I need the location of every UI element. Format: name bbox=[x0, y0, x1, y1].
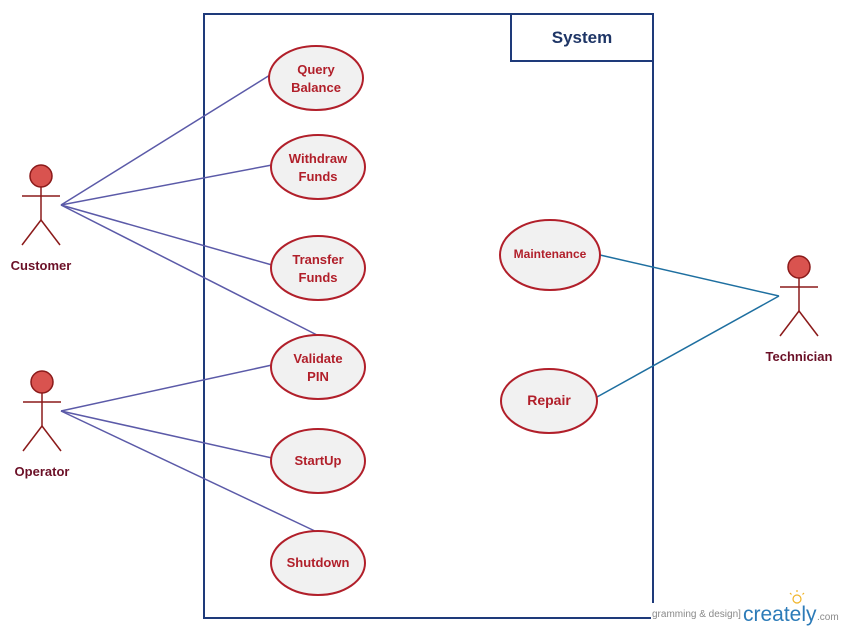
use-case-repair[interactable]: Repair bbox=[500, 368, 598, 434]
actor-technician[interactable] bbox=[779, 255, 819, 337]
actor-label-operator: Operator bbox=[15, 464, 70, 479]
system-label-box bbox=[510, 13, 654, 62]
use-case-label: Query bbox=[297, 62, 335, 77]
use-case-label: PIN bbox=[307, 369, 329, 384]
assoc-customer-query-balance bbox=[60, 74, 271, 206]
use-case-label: Repair bbox=[527, 392, 571, 408]
use-case-label: StartUp bbox=[295, 453, 342, 468]
actor-leg-right bbox=[41, 425, 62, 452]
actor-label-customer: Customer bbox=[11, 258, 72, 273]
actor-head bbox=[787, 255, 811, 279]
use-case-withdraw-funds[interactable]: Withdraw Funds bbox=[270, 134, 366, 200]
associations-operator bbox=[60, 364, 318, 533]
use-case-label: Shutdown bbox=[287, 555, 350, 570]
use-case-label: Funds bbox=[299, 169, 338, 184]
associations-customer bbox=[60, 74, 318, 336]
assoc-operator-shutdown bbox=[60, 410, 318, 533]
actor-operator[interactable] bbox=[22, 370, 62, 452]
use-case-startup[interactable]: StartUp bbox=[270, 428, 366, 494]
use-case-query-balance[interactable]: Query Balance bbox=[268, 45, 364, 111]
actor-leg-left bbox=[779, 310, 800, 337]
assoc-customer-transfer-funds bbox=[60, 204, 273, 266]
system-label: System bbox=[552, 28, 612, 47]
use-case-validate-pin[interactable]: Validate PIN bbox=[270, 334, 366, 400]
use-case-label: Funds bbox=[299, 270, 338, 285]
actor-leg-right bbox=[40, 219, 61, 246]
creately-logo-suffix: .com bbox=[817, 612, 839, 623]
use-case-label: Validate bbox=[293, 351, 342, 366]
assoc-customer-validate-pin bbox=[60, 204, 318, 336]
actor-label-technician: Technician bbox=[766, 349, 833, 364]
lightbulb-icon bbox=[789, 590, 805, 604]
watermark-text: gramming & design] bbox=[652, 609, 741, 620]
use-case-label: Withdraw bbox=[289, 151, 348, 166]
actor-customer[interactable] bbox=[21, 164, 61, 246]
actor-leg-left bbox=[22, 425, 43, 452]
system-boundary bbox=[203, 13, 654, 619]
actor-head bbox=[30, 370, 54, 394]
actor-leg-right bbox=[798, 310, 819, 337]
assoc-customer-withdraw-funds bbox=[60, 164, 273, 206]
use-case-shutdown[interactable]: Shutdown bbox=[270, 530, 366, 596]
creately-watermark: gramming & design] creately .com bbox=[651, 590, 844, 630]
actor-head bbox=[29, 164, 53, 188]
assoc-operator-validate-pin bbox=[60, 364, 273, 412]
use-case-label: Balance bbox=[291, 80, 341, 95]
actor-leg-left bbox=[21, 219, 42, 246]
use-case-label: Transfer bbox=[292, 252, 343, 267]
use-case-transfer-funds[interactable]: Transfer Funds bbox=[270, 235, 366, 301]
assoc-technician-maintenance bbox=[599, 254, 780, 297]
associations-technician bbox=[596, 254, 780, 398]
assoc-operator-startup bbox=[60, 410, 273, 459]
creately-logo: creately bbox=[743, 603, 817, 626]
assoc-technician-repair bbox=[596, 295, 780, 398]
use-case-label: Maintenance bbox=[514, 247, 587, 261]
use-case-maintenance[interactable]: Maintenance bbox=[499, 219, 601, 291]
